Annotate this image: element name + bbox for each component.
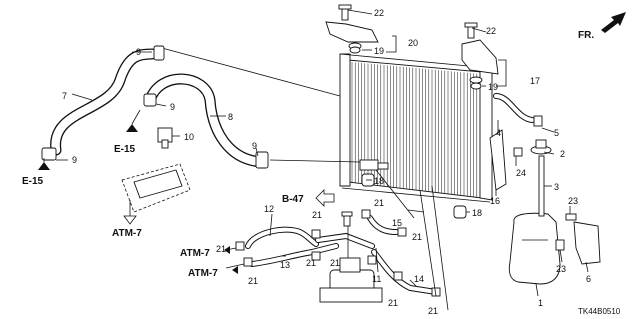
radiator-cushion-18b xyxy=(453,205,467,219)
ref-atm7-bracket: ATM-7 xyxy=(112,228,142,239)
upper-radiator-hose xyxy=(50,48,158,156)
grommet-19a xyxy=(349,46,361,54)
callout-6: 6 xyxy=(586,274,591,284)
hose-clip-5 xyxy=(533,115,543,127)
callout-23b: 23 xyxy=(556,264,566,274)
heater-hose-14 xyxy=(371,249,439,295)
hose-clip-10 xyxy=(157,127,173,149)
callout-21a: 21 xyxy=(216,244,226,254)
small-bolt xyxy=(341,211,353,227)
radiator-drain-fitting xyxy=(359,159,389,171)
upper-mount-bracket-left xyxy=(325,4,379,50)
hose-clamp-9b xyxy=(143,93,157,107)
front-direction-label: FR. xyxy=(578,30,594,41)
hose-clamp-21c xyxy=(311,229,321,239)
hose-clamp-21h xyxy=(393,271,403,281)
engine-water-valve xyxy=(319,257,383,303)
callout-8: 8 xyxy=(228,112,233,122)
ref-b47: B-47 xyxy=(282,194,304,205)
callout-7: 7 xyxy=(62,91,67,101)
ref-e15-lower-arrow-icon xyxy=(38,162,50,170)
ref-atm7-hose-a-arrow-icon xyxy=(224,246,230,254)
callout-9b: 9 xyxy=(170,102,175,112)
hose-clamp-21a xyxy=(235,241,245,251)
hose-clamp-21e xyxy=(361,209,371,219)
callout-22a: 22 xyxy=(374,8,384,18)
callout-21e: 21 xyxy=(374,198,384,208)
tank-bracket xyxy=(573,221,601,265)
callout-21b: 21 xyxy=(248,276,258,286)
callout-9a: 9 xyxy=(136,47,141,57)
tank-cap xyxy=(530,139,552,155)
ref-atm7-hose-a: ATM-7 xyxy=(180,248,210,259)
callout-21c: 21 xyxy=(312,210,322,220)
callout-2: 2 xyxy=(560,149,565,159)
callout-10: 10 xyxy=(184,132,194,142)
hose-clamp-21b xyxy=(243,257,253,267)
hose-clamp-21d xyxy=(311,251,321,261)
callout-19b: 19 xyxy=(488,82,498,92)
front-direction-arrow-icon xyxy=(601,12,626,33)
callout-1: 1 xyxy=(538,298,543,308)
callout-9d: 9 xyxy=(252,141,257,151)
heater-hose-13 xyxy=(249,243,339,267)
callout-21f: 21 xyxy=(412,232,422,242)
heater-hose-12 xyxy=(245,226,319,249)
callout-5: 5 xyxy=(554,128,559,138)
callout-3: 3 xyxy=(554,182,559,192)
callout-17: 17 xyxy=(530,76,540,86)
diagram-code: TK44B0510 xyxy=(578,307,621,316)
callout-16: 16 xyxy=(490,196,500,206)
upper-mount-bracket-right xyxy=(461,22,499,84)
callout-21h: 21 xyxy=(388,298,398,308)
water-pipe-11 xyxy=(315,232,375,249)
leader-lines xyxy=(56,9,589,311)
callout-12: 12 xyxy=(264,204,274,214)
heater-hose-15 xyxy=(367,215,399,235)
callout-19a: 19 xyxy=(374,46,384,56)
hose-clamp-9d xyxy=(255,151,269,169)
callout-11: 11 xyxy=(372,274,381,284)
bolt-23a xyxy=(565,213,577,221)
lower-radiator-hose xyxy=(144,73,268,168)
callout-18a: 18 xyxy=(374,176,384,186)
overflow-tube xyxy=(538,155,545,217)
ref-e15-lower: E-15 xyxy=(22,176,44,187)
ref-atm7-hose-b: ATM-7 xyxy=(188,268,218,279)
reserve-tank xyxy=(508,212,561,285)
callout-14: 14 xyxy=(414,274,424,284)
callout-13: 13 xyxy=(280,260,290,270)
ref-e15-upper-arrow-icon xyxy=(126,124,138,132)
callout-22b: 22 xyxy=(486,26,496,36)
bolt-23b xyxy=(555,239,565,251)
hose-clamp-21g xyxy=(367,255,377,265)
transmission-bracket-reference xyxy=(121,163,191,225)
b47-reference-arrow-icon xyxy=(315,189,335,207)
clip-24 xyxy=(513,147,523,157)
hose-clamp-21f xyxy=(397,227,407,237)
callout-4: 4 xyxy=(496,128,501,138)
callout-21i: 21 xyxy=(428,306,438,316)
hose-clamp-9c xyxy=(41,147,57,161)
callout-9c: 9 xyxy=(72,155,77,165)
callout-20: 20 xyxy=(408,38,418,48)
ref-e15-upper: E-15 xyxy=(114,144,136,155)
callout-21g: 21 xyxy=(330,258,340,268)
hose-clamp-9a xyxy=(153,45,165,61)
grommet-19b xyxy=(470,82,482,90)
ref-atm7-hose-b-arrow-icon xyxy=(232,266,238,274)
callout-21d: 21 xyxy=(306,258,316,268)
callout-24: 24 xyxy=(516,168,526,178)
callout-15: 15 xyxy=(392,218,402,228)
callout-18b: 18 xyxy=(472,208,482,218)
callout-23a: 23 xyxy=(568,196,578,206)
